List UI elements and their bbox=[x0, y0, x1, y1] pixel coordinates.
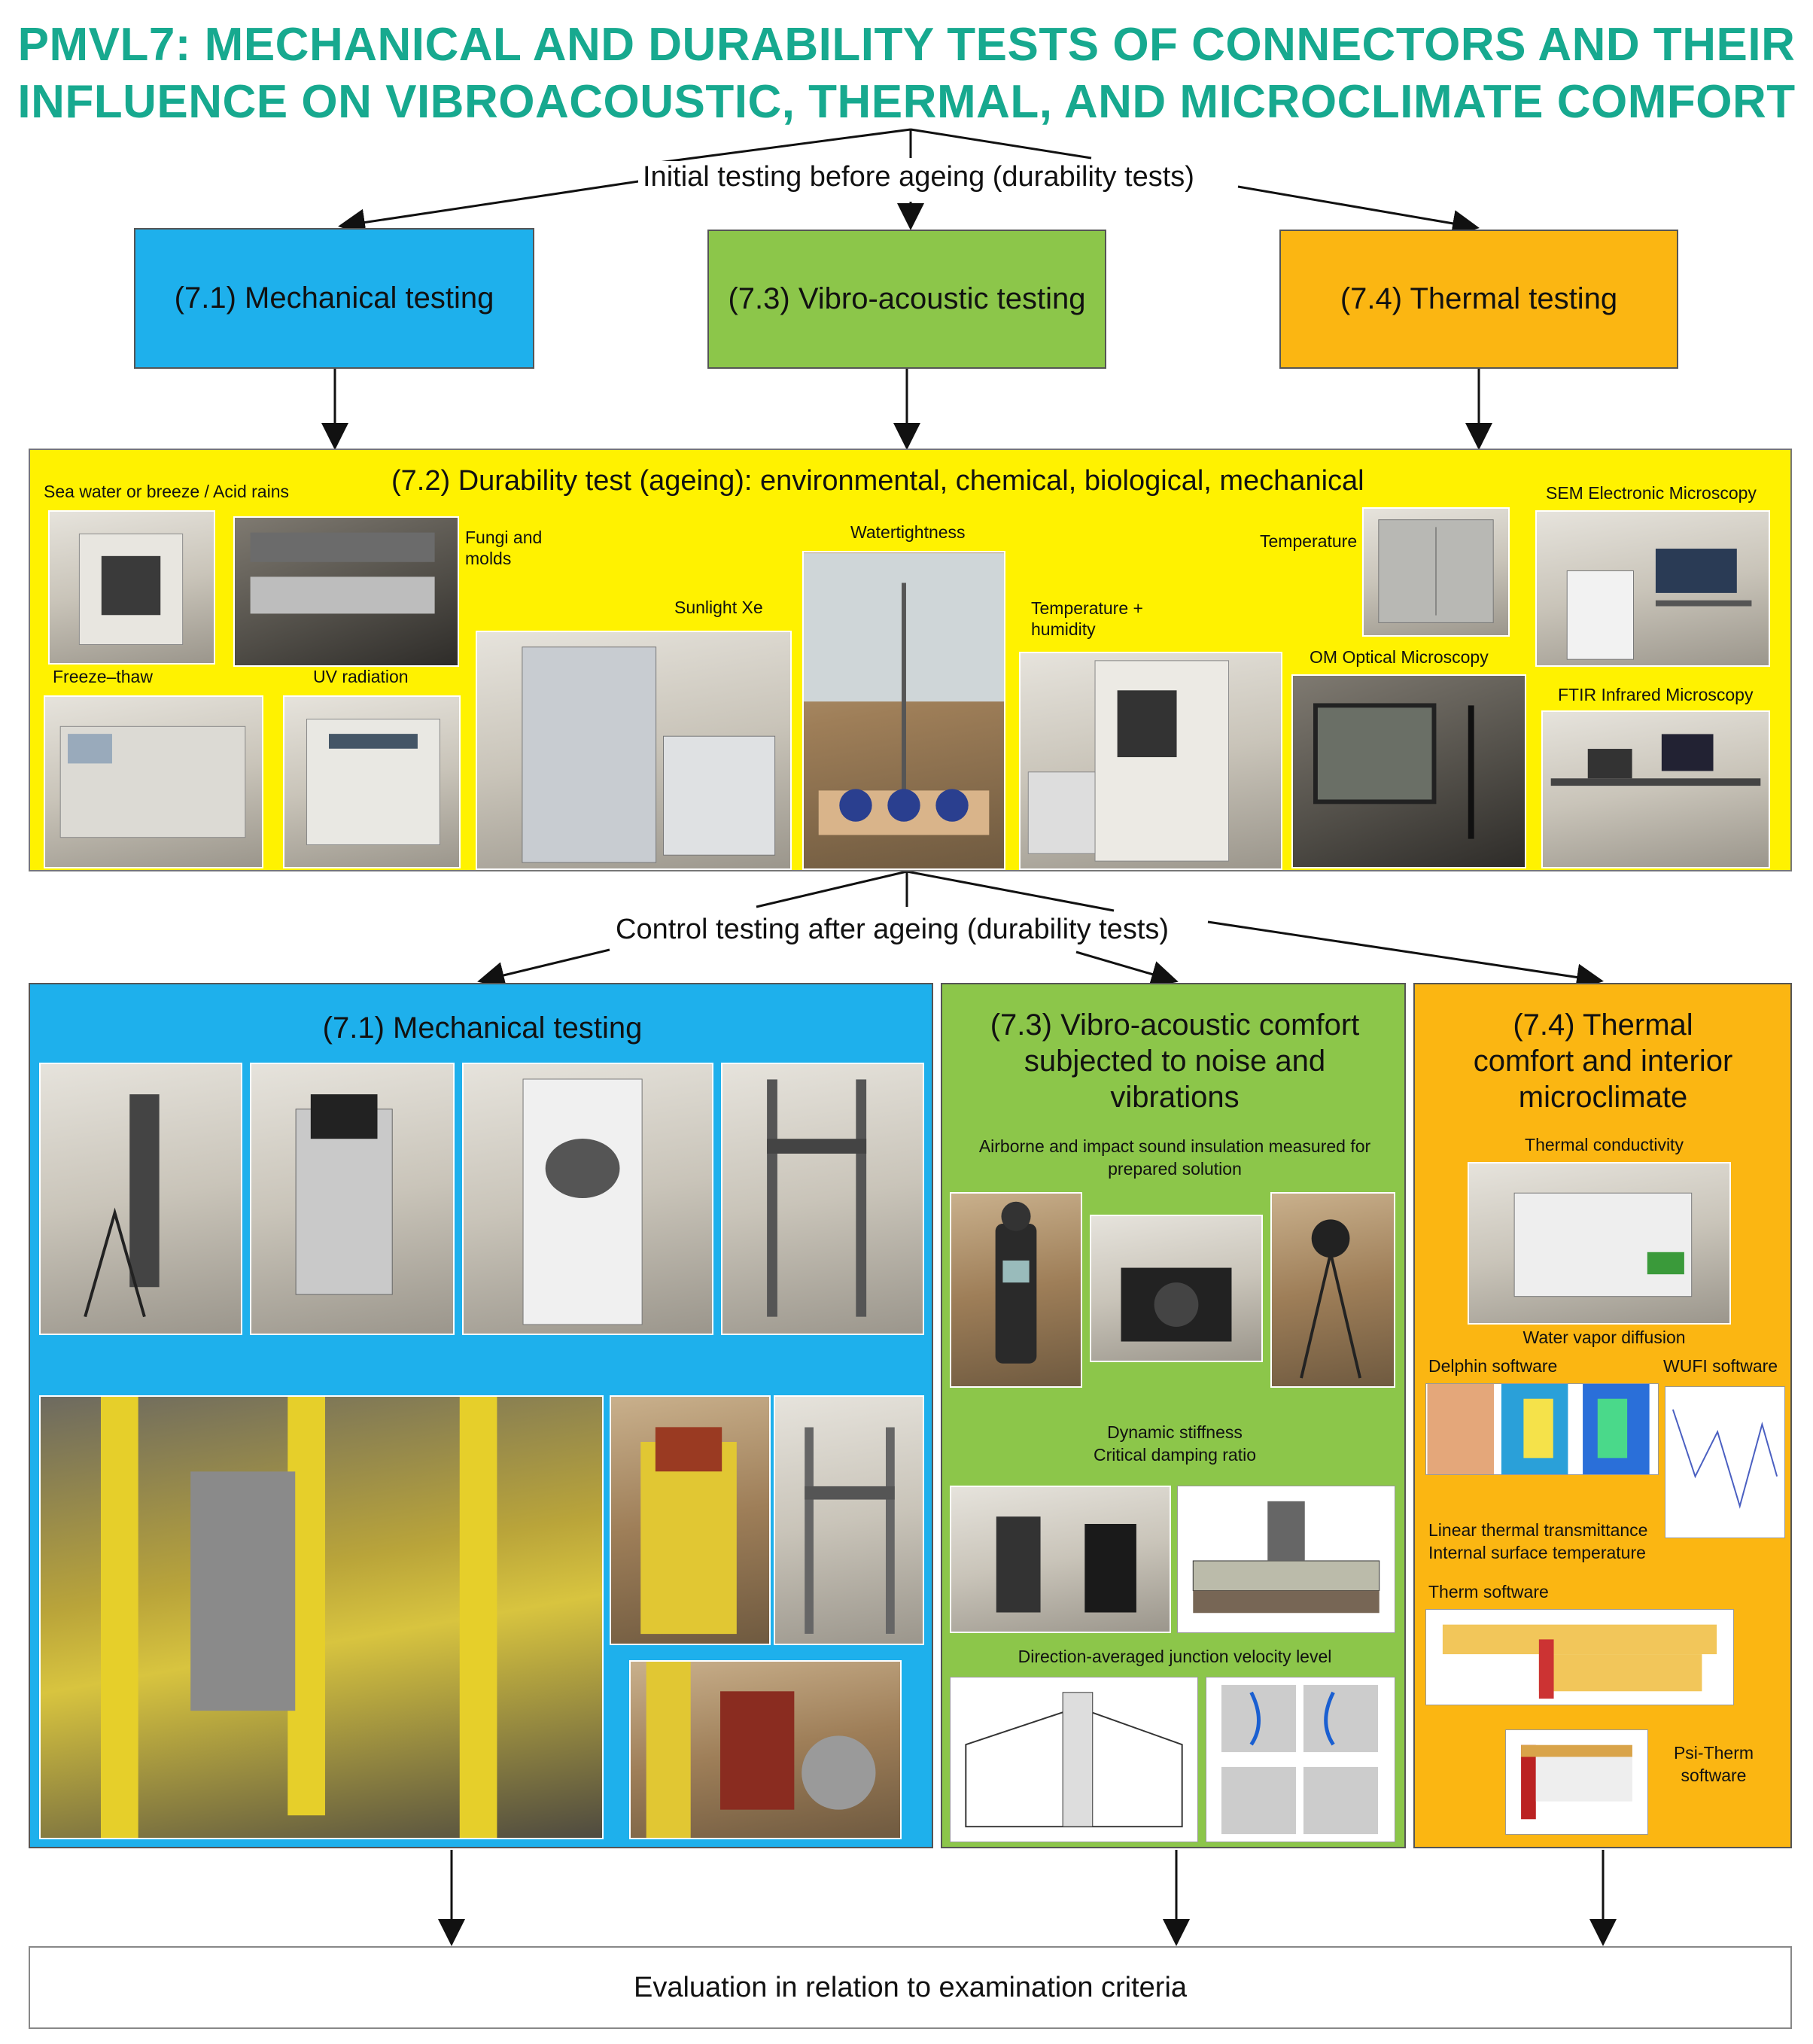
label-dynamic-stiffness: Dynamic stiffness Critical damping ratio bbox=[1093, 1422, 1257, 1465]
photo-oven bbox=[1362, 507, 1510, 637]
diagram-dynamic-stiffness bbox=[1177, 1486, 1395, 1633]
photo-dynamic-test bbox=[950, 1486, 1171, 1633]
photo-mech-1 bbox=[39, 1063, 242, 1335]
label-delphin: Delphin software bbox=[1428, 1356, 1558, 1376]
box-mechanical-testing: (7.1) Mechanical testing bbox=[134, 228, 534, 369]
photo-mech-frame-red bbox=[610, 1395, 771, 1645]
page-title: PMVL7: MECHANICAL AND DURABILITY TESTS O… bbox=[0, 17, 1813, 131]
box-thermal-testing: (7.4) Thermal testing bbox=[1279, 230, 1678, 369]
title-line-2: INFLUENCE ON VIBROACOUSTIC, THERMAL, AND… bbox=[17, 76, 1796, 128]
photo-climate-chamber bbox=[1019, 652, 1282, 870]
photo-uv-chamber bbox=[283, 695, 461, 868]
photo-salt-chamber bbox=[48, 510, 215, 665]
label-wufi: WUFI software bbox=[1663, 1356, 1778, 1376]
label-temperature: Temperature bbox=[1260, 531, 1358, 551]
diagram-therm bbox=[1425, 1609, 1734, 1705]
label-sem-microscopy: SEM Electronic Microscopy bbox=[1546, 483, 1757, 503]
box-vibro-label: (7.3) Vibro-acoustic testing bbox=[728, 282, 1086, 315]
panel-mechanical-testing: (7.1) Mechanical testing bbox=[29, 983, 933, 1848]
label-freeze-thaw: Freeze–thaw bbox=[53, 667, 153, 686]
title-line-1: PMVL7: MECHANICAL AND DURABILITY TESTS O… bbox=[17, 19, 1796, 71]
photo-mech-4 bbox=[721, 1063, 924, 1335]
control-testing-label: Control testing after ageing (durability… bbox=[611, 914, 1174, 946]
box-mechanical-label: (7.1) Mechanical testing bbox=[174, 281, 494, 315]
evaluation-label: Evaluation in relation to examination cr… bbox=[633, 1971, 1188, 2003]
photo-mech-2 bbox=[250, 1063, 455, 1335]
panel-vibro-acoustic: (7.3) Vibro-acoustic comfort subjected t… bbox=[941, 983, 1406, 1848]
panel-mechanical-title: (7.1) Mechanical testing bbox=[322, 1011, 643, 1045]
label-water-vapor: Water vapor diffusion bbox=[1522, 1328, 1686, 1347]
photo-sound-level-meter bbox=[950, 1192, 1082, 1388]
photo-xenon-chamber bbox=[476, 631, 792, 870]
label-uv-radiation: UV radiation bbox=[313, 667, 409, 686]
box-thermal-label: (7.4) Thermal testing bbox=[1340, 282, 1618, 315]
label-sunlight-xe: Sunlight Xe bbox=[674, 598, 763, 617]
photo-mech-3 bbox=[462, 1063, 713, 1335]
evaluation-box: Evaluation in relation to examination cr… bbox=[29, 1946, 1792, 2029]
photo-freeze-thaw bbox=[44, 695, 263, 868]
durability-title: (7.2) Durability test (ageing): environm… bbox=[391, 465, 1364, 497]
box-vibro-acoustic-testing: (7.3) Vibro-acoustic testing bbox=[707, 230, 1106, 369]
diagram-junction-3d bbox=[950, 1677, 1198, 1842]
photo-conductivity-meter bbox=[1468, 1162, 1731, 1325]
panel-thermal-title: (7.4) Thermal comfort and interior micro… bbox=[1473, 1008, 1733, 1114]
label-therm: Therm software bbox=[1428, 1582, 1549, 1601]
label-psi-therm: Psi-Therm software bbox=[1673, 1743, 1754, 1785]
photo-mech-frame-grey bbox=[774, 1395, 924, 1645]
diagram-junction-paths bbox=[1206, 1677, 1395, 1842]
photo-watertightness bbox=[802, 551, 1005, 870]
photo-fungi-chamber bbox=[233, 516, 459, 667]
diagram-psi-therm bbox=[1505, 1729, 1648, 1835]
photo-mech-big-rig bbox=[39, 1395, 604, 1839]
photo-sound-source bbox=[1090, 1215, 1263, 1362]
photo-sem bbox=[1535, 510, 1770, 667]
label-fungi: Fungi and molds bbox=[465, 528, 543, 568]
label-linear-thermal: Linear thermal transmittance Internal su… bbox=[1428, 1520, 1648, 1562]
label-sea-water: Sea water or breeze / Acid rains bbox=[44, 482, 289, 501]
label-om-optical: OM Optical Microscopy bbox=[1310, 647, 1489, 667]
panel-vibro-title: (7.3) Vibro-acoustic comfort subjected t… bbox=[990, 1008, 1360, 1114]
panel-thermal-comfort: (7.4) Thermal comfort and interior micro… bbox=[1413, 983, 1792, 1848]
photo-microphone-stand bbox=[1270, 1192, 1395, 1388]
photo-ftir bbox=[1541, 710, 1770, 868]
chart-wufi bbox=[1665, 1386, 1785, 1538]
durability-panel: (7.2) Durability test (ageing): environm… bbox=[29, 449, 1792, 871]
label-watertightness: Watertightness bbox=[850, 522, 966, 542]
label-thermal-conductivity: Thermal conductivity bbox=[1525, 1135, 1684, 1154]
initial-testing-label: Initial testing before ageing (durabilit… bbox=[638, 161, 1199, 193]
label-ftir-microscopy: FTIR Infrared Microscopy bbox=[1558, 685, 1754, 704]
photo-optical-microscope bbox=[1291, 674, 1526, 868]
label-direction-averaged: Direction-averaged junction velocity lev… bbox=[1018, 1647, 1332, 1666]
diagram-delphin bbox=[1425, 1383, 1659, 1475]
label-airborne-impact: Airborne and impact sound insulation mea… bbox=[978, 1136, 1371, 1179]
label-temperature-humidity: Temperature + humidity bbox=[1031, 598, 1143, 639]
photo-mech-detail bbox=[629, 1660, 902, 1839]
